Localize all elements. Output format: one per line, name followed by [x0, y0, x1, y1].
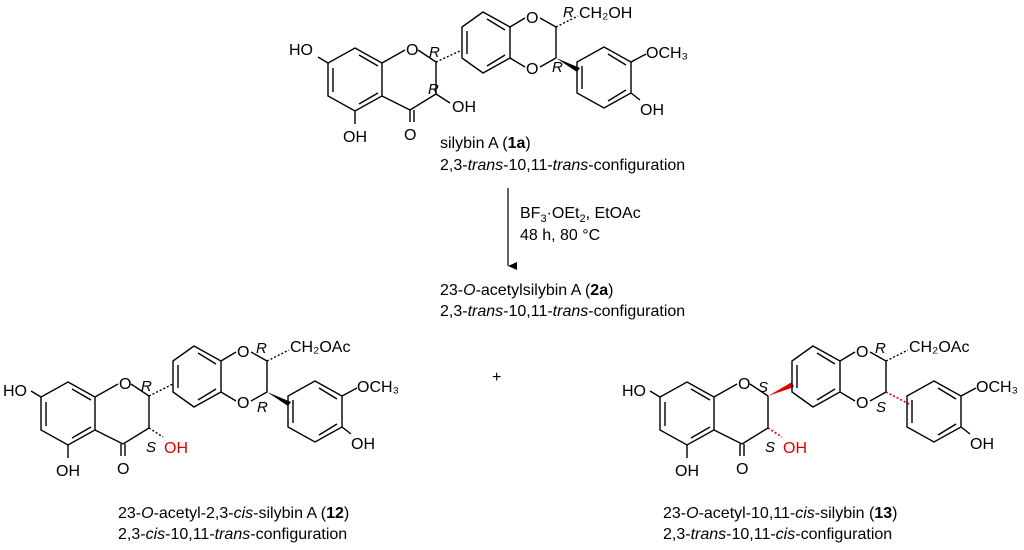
label-carbonyl-o: O [736, 461, 748, 478]
label-ch2oac: CH₂OAc [290, 339, 350, 356]
label-o-ring2b: O [856, 395, 868, 412]
ring-a [659, 381, 715, 446]
caption-2a-config: 2,3-trans-10,11-trans-configuration [440, 303, 685, 320]
stereo-label: R [875, 340, 886, 357]
structure-compound-13: HO OH O OH O O O CH₂OAc OCH₃ OH S S R S [622, 339, 1018, 480]
label-oh-5: OH [343, 129, 367, 146]
ring-benzodioxane [791, 345, 841, 408]
stereo-label: S [758, 379, 768, 396]
caption-2a-name: 23-O-acetylsilybin A (2a) [440, 282, 613, 299]
label-o-ring2b: O [237, 395, 249, 412]
stereo-label: S [765, 439, 775, 456]
stereo-label: S [876, 399, 886, 416]
label-ch2oac: CH₂OAc [909, 339, 969, 356]
label-oh-5: OH [56, 463, 80, 480]
stereo-label: R [141, 378, 152, 395]
stereo-label: R [256, 340, 267, 357]
label-och3: OCH₃ [357, 379, 399, 396]
wedge-bond-highlight [768, 382, 794, 396]
caption-1a-config: 2,3-trans-10,11-trans-configuration [440, 157, 685, 174]
caption-12-name: 23-O-acetyl-2,3-cis-silybin A (12) [118, 505, 349, 522]
stereo-label: R [552, 59, 563, 76]
ring-benzodioxane [461, 11, 511, 74]
label-carbonyl-o: O [404, 127, 416, 144]
stereo-label: R [563, 4, 574, 21]
caption-1a-name: silybin A (1a) [440, 135, 531, 152]
ring-a [327, 47, 383, 112]
label-och3: OCH₃ [646, 45, 688, 62]
conditions-time-temp: 48 h, 80 °C [520, 227, 600, 244]
plus-sign: + [492, 369, 501, 386]
label-ho: HO [3, 383, 27, 400]
caption-12-config: 2,3-cis-10,11-trans-configuration [118, 526, 347, 543]
stereo-label: R [257, 399, 268, 416]
label-o-ring1: O [406, 42, 418, 59]
ring-aryl [576, 46, 632, 109]
label-oh-3-highlight: OH [164, 440, 188, 457]
label-oh-ar: OH [640, 102, 664, 119]
label-ho: HO [622, 383, 646, 400]
ring-benzodioxane [172, 345, 222, 408]
label-oh-ar: OH [970, 436, 994, 453]
label-o-ring2a: O [856, 344, 868, 361]
label-oh-5: OH [675, 463, 699, 480]
label-oh-3: OH [452, 99, 476, 116]
structure-silybin-a-1a: HO OH O OH O O O CH₂OH OCH₃ OH R R R R [289, 4, 688, 146]
label-o-ring2b: O [526, 61, 538, 78]
label-carbonyl-o: O [117, 461, 129, 478]
label-o-ring1: O [738, 376, 750, 393]
label-oh-3-highlight: OH [783, 440, 807, 457]
ring-a [40, 381, 96, 446]
label-ho: HO [289, 42, 313, 59]
structure-compound-12: HO OH O OH O O O CH₂OAc OCH₃ OH R S R R [3, 339, 399, 480]
ring-aryl [287, 380, 343, 443]
conditions-reagents: BF3·OEt2, EtOAc [520, 205, 641, 225]
ring-aryl [906, 380, 962, 443]
label-o-ring2a: O [526, 10, 538, 27]
label-o-ring2a: O [237, 344, 249, 361]
label-ch2oh: CH₂OH [579, 5, 632, 22]
stereo-label: S [146, 439, 156, 456]
label-och3: OCH₃ [976, 379, 1018, 396]
caption-13-name: 23-O-acetyl-10,11-cis-silybin (13) [663, 505, 897, 522]
stereo-label: R [429, 44, 440, 61]
label-oh-ar: OH [351, 436, 375, 453]
caption-13-config: 2,3-trans-10,11-cis-configuration [663, 526, 892, 543]
label-o-ring1: O [119, 376, 131, 393]
stereo-label: R [428, 81, 439, 98]
